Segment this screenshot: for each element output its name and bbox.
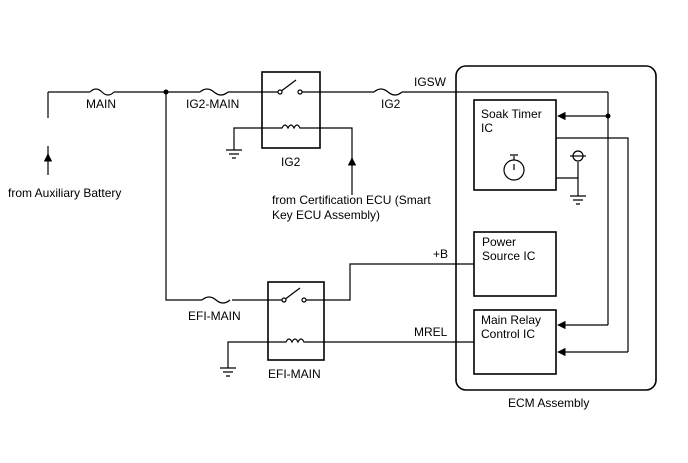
ig2-relay-label: IG2 — [281, 155, 301, 169]
ig2-coil-ground-wire — [233, 127, 262, 150]
ecm-assembly-label: ECM Assembly — [508, 396, 589, 410]
ecm-assembly-box — [455, 65, 657, 391]
ig2-relay-coil — [262, 124, 320, 130]
cert-ecu-label-2: Key ECU Assembly) — [272, 208, 380, 222]
ig2-coil-ground-symbol — [226, 149, 242, 159]
ig2-main-fuse — [199, 88, 229, 96]
power-source-ic-box — [473, 231, 557, 297]
plus-b-wire — [324, 263, 474, 301]
efi-relay-contact-left — [281, 297, 287, 303]
soak-to-main-relay-wire — [556, 137, 629, 352]
soak-ground-symbol — [570, 195, 586, 205]
efi-main-relay-label: EFI-MAIN — [268, 367, 321, 381]
from-aux-battery-label: from Auxiliary Battery — [8, 186, 121, 200]
main-fuse — [89, 88, 115, 96]
efi-main-fuse — [201, 296, 231, 304]
main-relay-label-1: Main Relay — [481, 313, 541, 327]
efi-main-relay-box — [267, 281, 325, 361]
efi-main-relay-coil — [268, 338, 324, 344]
soak-timer-label-1: Soak Timer — [481, 107, 542, 121]
main-relay-label-2: Control IC — [481, 327, 535, 341]
efi-main-branch-wire — [165, 92, 268, 301]
main-fuse-label: MAIN — [86, 97, 116, 111]
soak-timer-label-2: IC — [481, 121, 493, 135]
efi-main-fuse-label: EFI-MAIN — [188, 309, 241, 323]
efi-coil-ground-symbol — [220, 367, 236, 377]
mrel-label: MREL — [414, 325, 448, 339]
soak-ground-wire — [556, 177, 579, 196]
power-source-label-1: Power — [482, 235, 516, 249]
power-source-label-2: Source IC — [482, 249, 536, 263]
ig2-relay-contact-right — [297, 89, 303, 95]
cert-ecu-label-1: from Certification ECU (Smart — [272, 193, 431, 207]
ig2-relay-box — [261, 71, 321, 149]
efi-coil-ground-wire — [227, 341, 268, 368]
ig2-fuse — [373, 88, 403, 96]
ig2-fuse-label: IG2 — [381, 97, 401, 111]
efi-main-relay-switch — [268, 287, 324, 301]
ig2-relay-contact-left — [277, 89, 283, 95]
main-relay-control-ic-box — [473, 309, 557, 375]
igsw-label: IGSW — [414, 75, 447, 89]
timer-icon-hand — [510, 154, 518, 170]
ig2-relay-switch — [262, 79, 320, 93]
cert-ecu-wire — [320, 127, 353, 160]
efi-relay-contact-right — [301, 297, 307, 303]
ig2-main-fuse-label: IG2-MAIN — [186, 97, 239, 111]
plus-b-label: +B — [433, 247, 448, 261]
